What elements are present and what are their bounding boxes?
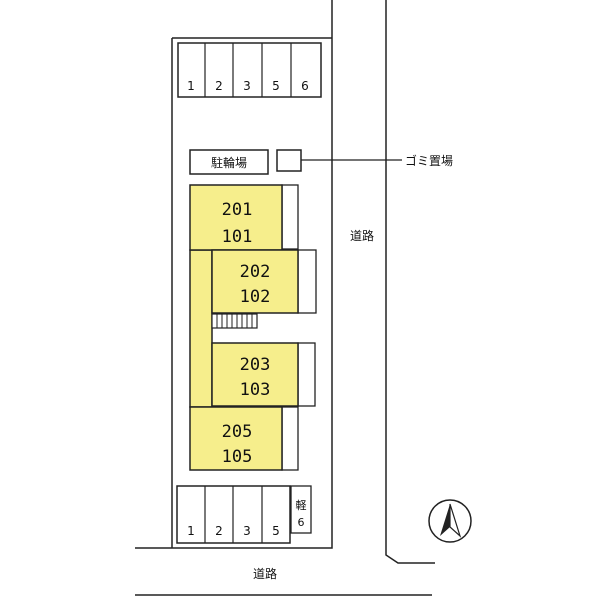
road-bottom-label: 道路 (253, 566, 277, 581)
unit-number: 102 (240, 287, 271, 307)
parking-top-label: 3 (243, 79, 251, 93)
parking-bottom-label: 1 (187, 524, 195, 538)
parking-top-label: 6 (301, 79, 309, 93)
staircase (211, 313, 258, 329)
unit-number: 203 (240, 355, 271, 375)
parking-bottom-label: 5 (272, 524, 280, 538)
parking-bottom: 1 2 3 5 軽 6 (176, 485, 312, 544)
road-right-label: 道路 (350, 228, 374, 243)
parking-kei-space (290, 485, 312, 534)
garbage-area-box (276, 149, 302, 172)
garbage-area-label: ゴミ置場 (405, 153, 453, 168)
parking-top-label: 2 (215, 79, 223, 93)
unit-number: 103 (240, 380, 271, 400)
unit-number: 101 (222, 227, 253, 247)
north-arrow-icon (428, 499, 472, 543)
parking-top-label: 1 (187, 79, 195, 93)
unit-number: 205 (222, 422, 253, 442)
unit-block (211, 249, 299, 314)
lot-boundary (135, 0, 333, 549)
unit-block (189, 184, 283, 251)
bicycle-parking-box (189, 149, 269, 175)
parking-top: 1 2 3 5 6 (177, 42, 322, 98)
unit-number: 202 (240, 262, 271, 282)
building: 201 101 202 102 203 103 205 105 (189, 184, 317, 471)
parking-top-label: 5 (272, 79, 280, 93)
unit-number: 105 (222, 447, 253, 467)
bicycle-parking-label: 駐輪場 (211, 155, 247, 170)
parking-bottom-label: 3 (243, 524, 251, 538)
parking-bottom-label: 2 (215, 524, 223, 538)
road-right-edge (385, 0, 435, 564)
parking-kei-number: 6 (298, 516, 305, 529)
parking-kei-label: 軽 (296, 499, 307, 512)
unit-block (189, 406, 283, 471)
unit-number: 201 (222, 200, 253, 220)
unit-block (211, 342, 299, 407)
